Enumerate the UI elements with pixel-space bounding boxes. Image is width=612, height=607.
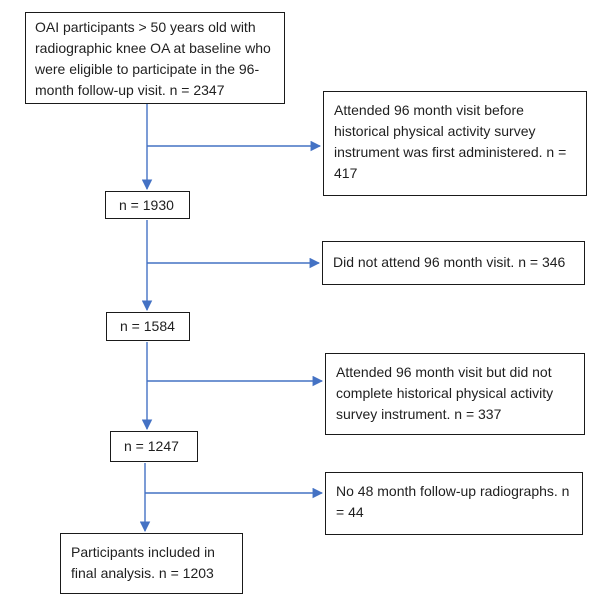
- node-excluded-no-visit: Did not attend 96 month visit. n = 346: [322, 241, 585, 285]
- node-eligible-population: OAI participants > 50 years old with rad…: [25, 12, 285, 104]
- node-excluded-before-survey: Attended 96 month visit before historica…: [323, 91, 587, 196]
- node-final-analysis: Participants included in final analysis.…: [60, 533, 243, 594]
- node-excluded-no-radiographs: No 48 month follow-up radiographs. n = 4…: [325, 472, 583, 535]
- node-excluded-incomplete-survey: Attended 96 month visit but did not comp…: [325, 353, 585, 435]
- node-n-1584: n = 1584: [106, 312, 190, 341]
- node-n-1930: n = 1930: [105, 191, 190, 219]
- node-n-1247: n = 1247: [110, 431, 198, 462]
